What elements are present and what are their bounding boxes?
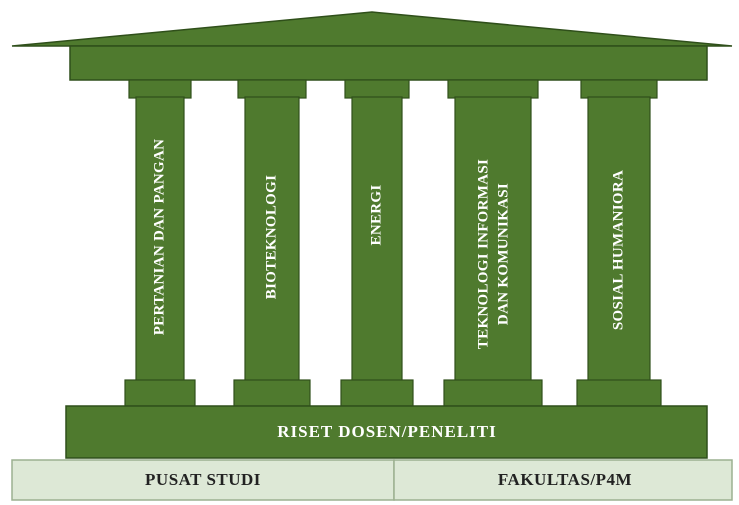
pillar-base <box>444 380 542 406</box>
roof-pediment <box>12 12 732 46</box>
pillar-label-pertanian: PERTANIAN DAN PANGAN <box>151 139 167 336</box>
pillar-teknologi: TEKNOLOGI INFORMASI DAN KOMUNIKASI <box>444 80 542 406</box>
pillar-base <box>341 380 413 406</box>
foundation-left-label: PUSAT STUDI <box>145 470 261 489</box>
pillar-capital <box>581 80 657 98</box>
pillar-base <box>234 380 310 406</box>
pillar-label-bioteknologi: BIOTEKNOLOGI <box>263 175 279 299</box>
pillar-pertanian: PERTANIAN DAN PANGAN <box>125 80 195 406</box>
pillar-capital <box>345 80 409 98</box>
pillar-capital <box>129 80 191 98</box>
roof-entablature <box>70 46 707 80</box>
pillar-energi: ENERGI <box>341 80 413 406</box>
pillar-capital <box>448 80 538 98</box>
pillar-capital <box>238 80 306 98</box>
pillar-label-teknologi-1: TEKNOLOGI INFORMASI <box>475 159 491 349</box>
pillar-label-sosial: SOSIAL HUMANIORA <box>610 170 626 330</box>
pillar-bioteknologi: BIOTEKNOLOGI <box>234 80 310 406</box>
foundation-right-label: FAKULTAS/P4M <box>498 470 632 489</box>
base-label: RISET DOSEN/PENELITI <box>277 422 497 441</box>
pillar-base <box>125 380 195 406</box>
pillar-label-teknologi-2: DAN KOMUNIKASI <box>495 183 511 325</box>
pillar-sosial: SOSIAL HUMANIORA <box>577 80 661 406</box>
pillar-base <box>577 380 661 406</box>
pillar-label-energi: ENERGI <box>368 185 384 246</box>
pillar-shaft <box>455 97 531 381</box>
